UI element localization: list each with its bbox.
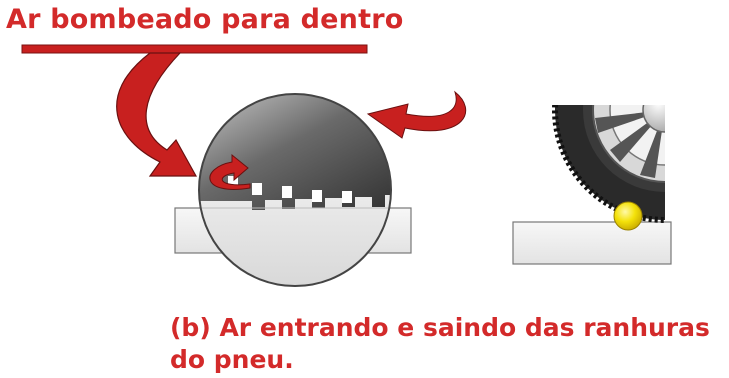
- air-bubble: [613, 201, 643, 231]
- groove-air-arrow: [209, 153, 251, 190]
- air-inflow-arrow: [116, 52, 198, 177]
- diagram-title: Ar bombeado para dentro: [6, 4, 404, 35]
- road-surface-right: [512, 221, 672, 265]
- magnifier-lens: [199, 94, 391, 286]
- caption-line-2: do pneu.: [170, 345, 294, 374]
- figure-caption: (b) Ar entrando e saindo das ranhuras do…: [170, 312, 710, 376]
- title-underline: [21, 44, 368, 54]
- caption-line-1: (b) Ar entrando e saindo das ranhuras: [170, 313, 710, 342]
- air-outflow-arrow: [366, 90, 467, 139]
- tire-wheel: [552, 105, 665, 223]
